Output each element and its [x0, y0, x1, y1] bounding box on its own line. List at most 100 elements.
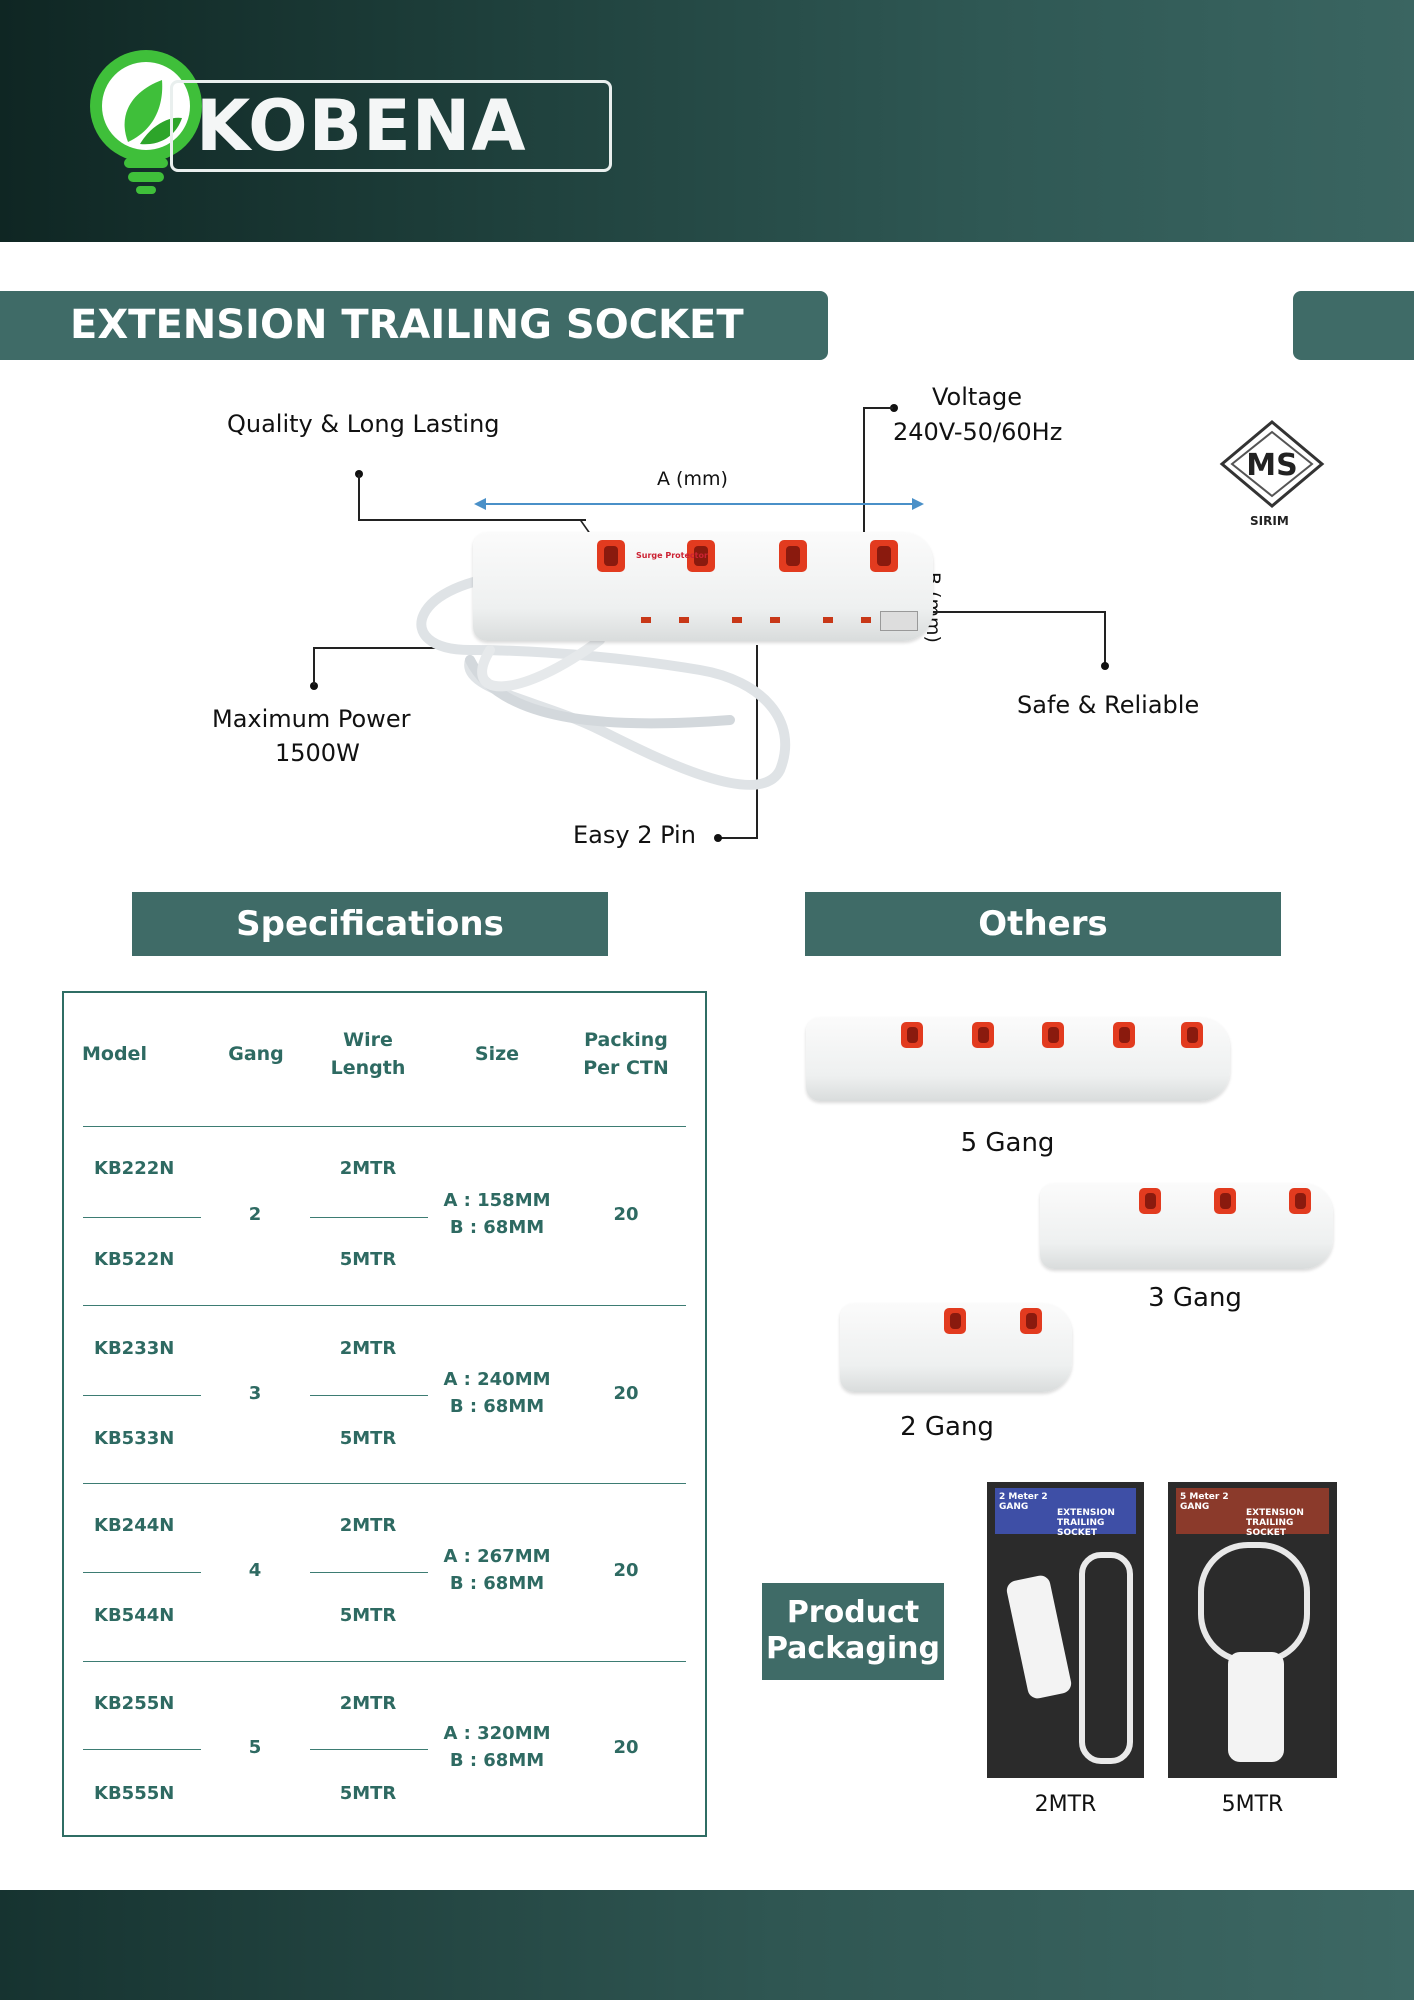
brand-logo: KOBENA [78, 46, 612, 196]
switch-icon [1113, 1022, 1135, 1048]
header-rule [83, 1126, 686, 1127]
package-product [1005, 1573, 1073, 1701]
surge-protector-label: Surge Protector [636, 551, 708, 560]
group-rule [83, 1661, 686, 1662]
callout-line [930, 611, 1105, 613]
table-cell-gang: 3 [248, 1383, 262, 1404]
callout-power-value: 1500W [275, 739, 360, 767]
qr-sticker [880, 611, 918, 631]
callout-line [358, 474, 360, 520]
switch-icon [901, 1022, 923, 1048]
row-divider [310, 1749, 428, 1750]
switch-icon [779, 540, 807, 572]
table-cell-model: KB533N [94, 1428, 175, 1449]
package-tag: 2 Meter 2 GANG [999, 1492, 1048, 1512]
col-header-gang: Gang [228, 1043, 284, 1065]
title-banner-tab [1293, 291, 1414, 360]
table-cell-packing: 20 [613, 1737, 639, 1758]
table-cell-wire: 2MTR [339, 1693, 397, 1714]
table-cell-wire: 2MTR [339, 1158, 397, 1179]
row-divider [83, 1217, 201, 1218]
col-header-size: Size [474, 1043, 520, 1065]
table-cell-model: KB244N [94, 1515, 175, 1536]
switch-icon [597, 540, 625, 572]
row-divider [310, 1395, 428, 1396]
col-header-model: Model [82, 1043, 147, 1065]
col-header-packing: Packing Per CTN [583, 1029, 669, 1079]
callout-quality: Quality & Long Lasting [227, 410, 500, 438]
table-cell-wire: 2MTR [339, 1338, 397, 1359]
dimension-a-label: A (mm) [657, 468, 728, 490]
table-cell-wire: 5MTR [339, 1605, 397, 1626]
package-cord [1079, 1552, 1133, 1764]
package-product [1228, 1652, 1284, 1762]
title-banner [0, 291, 828, 360]
package-header-band [1176, 1488, 1329, 1534]
table-cell-packing: 20 [613, 1560, 639, 1581]
callout-voltage-label: Voltage [932, 383, 1023, 411]
switch-icon [687, 540, 715, 572]
row-divider [310, 1217, 428, 1218]
table-cell-gang: 4 [248, 1560, 262, 1581]
table-cell-size: A : 267MM [443, 1546, 551, 1567]
callout-dot [714, 834, 722, 842]
package-tag: 5 Meter 2 GANG [1180, 1492, 1229, 1512]
section-header-specifications: Specifications [132, 892, 608, 956]
table-cell-wire: 5MTR [339, 1428, 397, 1449]
logo-frame [170, 80, 612, 172]
table-cell-size: B : 68MM [449, 1573, 545, 1594]
callout-power-label: Maximum Power [212, 705, 411, 733]
table-cell-size: A : 240MM [443, 1369, 551, 1390]
switch-icon [944, 1308, 966, 1334]
dimension-a-arrow [474, 498, 924, 510]
table-cell-gang: 2 [248, 1204, 262, 1225]
socket-pin [679, 617, 689, 623]
packaging-image-5mtr: 5 Meter 2 GANG EXTENSION TRAILING SOCKET [1168, 1482, 1337, 1778]
package-label: EXTENSION TRAILING SOCKET [1057, 1508, 1115, 1538]
table-cell-gang: 5 [248, 1737, 262, 1758]
table-cell-packing: 20 [613, 1204, 639, 1225]
caption-five-gang: 5 Gang [960, 1128, 1055, 1158]
callout-line [358, 519, 586, 521]
callout-line [1104, 611, 1106, 665]
switch-icon [1139, 1188, 1161, 1214]
switch-icon [870, 540, 898, 572]
spec-table [62, 991, 707, 1837]
socket-pin [861, 617, 871, 623]
callout-line [313, 647, 453, 649]
callout-line [863, 407, 865, 535]
three-gang-image [1040, 1183, 1333, 1269]
cert-name: SIRIM [1250, 514, 1289, 528]
caption-two-gang: 2 Gang [900, 1412, 994, 1442]
table-cell-size: A : 320MM [443, 1723, 551, 1744]
switch-icon [1289, 1188, 1311, 1214]
socket-pin [770, 617, 780, 623]
switch-icon [1042, 1022, 1064, 1048]
socket-pin [732, 617, 742, 623]
section-header-packaging: Product Packaging [762, 1583, 944, 1680]
callout-pin: Easy 2 Pin [573, 821, 696, 849]
table-cell-model: KB255N [94, 1693, 175, 1714]
page-footer [0, 1890, 1414, 2000]
section-header-others: Others [805, 892, 1281, 956]
table-cell-size: B : 68MM [449, 1217, 545, 1238]
group-rule [83, 1483, 686, 1484]
table-cell-wire: 5MTR [339, 1783, 397, 1804]
callout-line [313, 647, 315, 685]
callout-line [863, 407, 893, 409]
table-cell-model: KB544N [94, 1605, 175, 1626]
callout-dot [1101, 662, 1109, 670]
five-gang-image [806, 1017, 1230, 1101]
cert-mark-text: MS [1246, 448, 1297, 483]
switch-icon [1020, 1308, 1042, 1334]
page-header [0, 0, 1414, 242]
callout-dot [310, 682, 318, 690]
brand-name: KOBENA [196, 85, 527, 167]
package-label: EXTENSION TRAILING SOCKET [1246, 1508, 1304, 1538]
lightbulb-leaf-icon [90, 50, 202, 194]
table-cell-packing: 20 [613, 1383, 639, 1404]
sirim-ms-mark-icon: MS [1219, 420, 1325, 508]
switch-icon [1214, 1188, 1236, 1214]
table-cell-wire: 5MTR [339, 1249, 397, 1270]
caption-2mtr: 2MTR [1034, 1792, 1097, 1817]
